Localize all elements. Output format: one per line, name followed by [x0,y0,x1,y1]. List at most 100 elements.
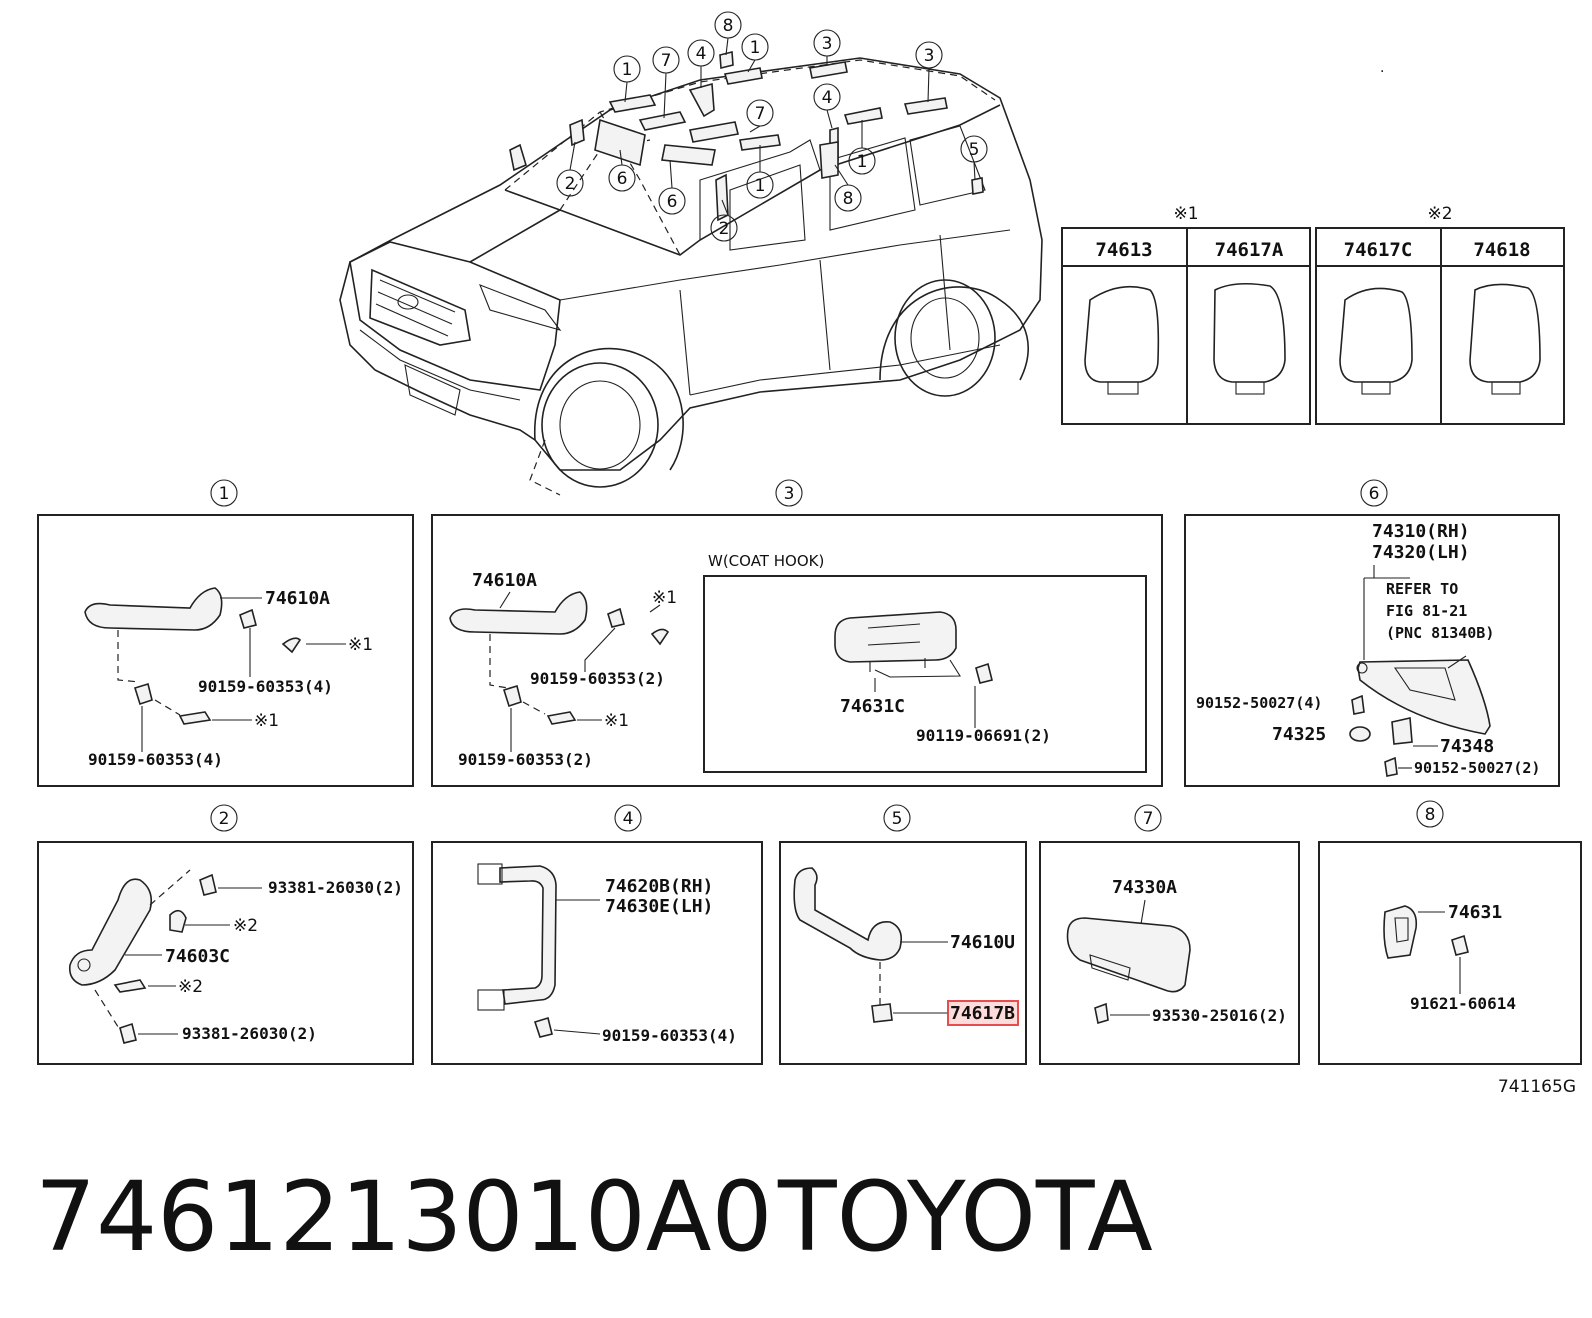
stray-dot: . [1380,60,1384,76]
room-lamp-cover [1066,917,1191,993]
svg-text:74320(LH): 74320(LH) [1372,542,1470,563]
callout-circle: 1 [613,55,641,83]
svg-text:74348: 74348 [1440,736,1494,757]
front-wheel [529,347,684,496]
figure-code: 741165G [1498,1077,1576,1097]
cover-clip [546,711,577,725]
coat-hook-cover-icon [1084,285,1160,383]
callout-circle: 8 [834,184,862,212]
visor-holder-cap [1349,726,1371,742]
svg-text:3: 3 [924,46,935,66]
callout-circle: 3 [915,41,943,69]
svg-text:2: 2 [565,174,576,194]
screw [607,607,625,628]
assist-grip-pillar [68,878,153,986]
screw [199,873,217,896]
panel-2: 2 93381-26030(2) ※2 74603C ※2 93381-2603… [37,804,414,1065]
hook-cover [871,1003,893,1023]
svg-text:74610U: 74610U [950,932,1015,953]
svg-text:8: 8 [843,189,854,209]
svg-text:8: 8 [723,16,734,36]
screw [533,1016,553,1038]
svg-text:74613: 74613 [1095,239,1152,261]
svg-text:4: 4 [623,809,634,829]
svg-text:90119-06691(2): 90119-06691(2) [916,726,1051,745]
svg-text:74310(RH): 74310(RH) [1372,521,1470,542]
cover-clip [113,979,147,993]
svg-text:REFER TO: REFER TO [1386,580,1458,598]
screw [133,682,153,706]
callout-circle: 6 [658,187,686,215]
screw [119,1022,137,1044]
callout-circle: 1 [746,171,774,199]
panel-3: 3 74610A ※1 90159-60353(2) ※1 90159-6035… [431,479,1163,787]
panel-7: 7 74330A 93530-25016(2) [1039,804,1300,1065]
callout-circle: 1 [741,33,769,61]
callout-circle: 3 [813,29,841,57]
panel-8: 8 74631 91621-60614 [1318,800,1582,1065]
svg-text:3: 3 [784,484,795,504]
svg-text:※2: ※2 [178,977,203,997]
svg-text:5: 5 [969,140,980,160]
svg-text:W(COAT HOOK): W(COAT HOOK) [708,552,824,570]
cover-clip [178,711,212,725]
svg-text:90159-60353(4): 90159-60353(4) [198,677,333,696]
svg-text:1: 1 [622,60,633,80]
svg-text:1: 1 [750,38,761,58]
part-74617b-label[interactable]: 74617B [950,1003,1015,1024]
coat-hook-cover-icon [1213,282,1286,383]
assist-grip-rear [499,865,557,1005]
callout-circle: 4 [813,83,841,111]
cover-clip [281,637,302,654]
vehicle-illustration [339,37,1043,496]
svg-text:74330A: 74330A [1112,877,1177,898]
highlighted-part-box[interactable] [947,1000,1019,1026]
coat-hook [834,611,957,663]
svg-text:91621-60614: 91621-60614 [1410,994,1516,1013]
bracket [477,989,505,1011]
coat-hook-base [1491,381,1521,395]
svg-text:90159-60353(4): 90159-60353(4) [88,750,223,769]
svg-text:5: 5 [892,809,903,829]
rear-wheel [879,279,1029,397]
screw [239,608,257,629]
svg-text:1: 1 [857,152,868,172]
svg-text:※1: ※1 [1173,204,1198,224]
brand-title: TOYOTA [777,1161,1153,1273]
legend-group-2: ※2 74617C 74618 [1315,204,1565,425]
svg-text:93530-25016(2): 93530-25016(2) [1152,1006,1287,1025]
svg-text:74620B(RH): 74620B(RH) [605,876,713,897]
svg-text:90152-50027(2): 90152-50027(2) [1414,759,1540,777]
callout-circle: 7 [746,99,774,127]
coat-hook-base [1107,381,1139,395]
svg-text:※1: ※1 [254,711,279,731]
svg-text:90159-60353(2): 90159-60353(2) [530,669,665,688]
callout-circle: 1 [848,147,876,175]
coat-hook-base [1235,381,1265,395]
svg-text:93381-26030(2): 93381-26030(2) [268,878,403,897]
svg-text:6: 6 [667,192,678,212]
screw [1351,694,1365,715]
callout-circle: 5 [960,135,988,163]
svg-text:74610A: 74610A [472,570,537,591]
svg-text:90159-60353(4): 90159-60353(4) [602,1026,737,1045]
svg-text:74610A: 74610A [265,588,330,609]
screw [1384,756,1398,777]
svg-text:FIG 81-21: FIG 81-21 [1386,602,1467,620]
svg-text:90159-60353(2): 90159-60353(2) [458,750,593,769]
svg-text:74617C: 74617C [1344,239,1413,261]
svg-text:※1: ※1 [652,588,677,608]
svg-text:7: 7 [661,51,672,71]
svg-text:8: 8 [1425,805,1436,825]
callout-circle: 4 [687,39,715,67]
screw [502,684,522,708]
assist-grip [84,587,223,631]
callout-circle: 6 [608,164,636,192]
callout-circle: 2 [556,169,584,197]
panel-5: 5 74610U 74617B [779,804,1027,1065]
svg-text:6: 6 [617,169,628,189]
panel-1: 1 74610A ※1 90159-60353(4) ※1 90159-6035… [37,479,414,787]
coat-hook-cover-icon [1339,287,1413,383]
